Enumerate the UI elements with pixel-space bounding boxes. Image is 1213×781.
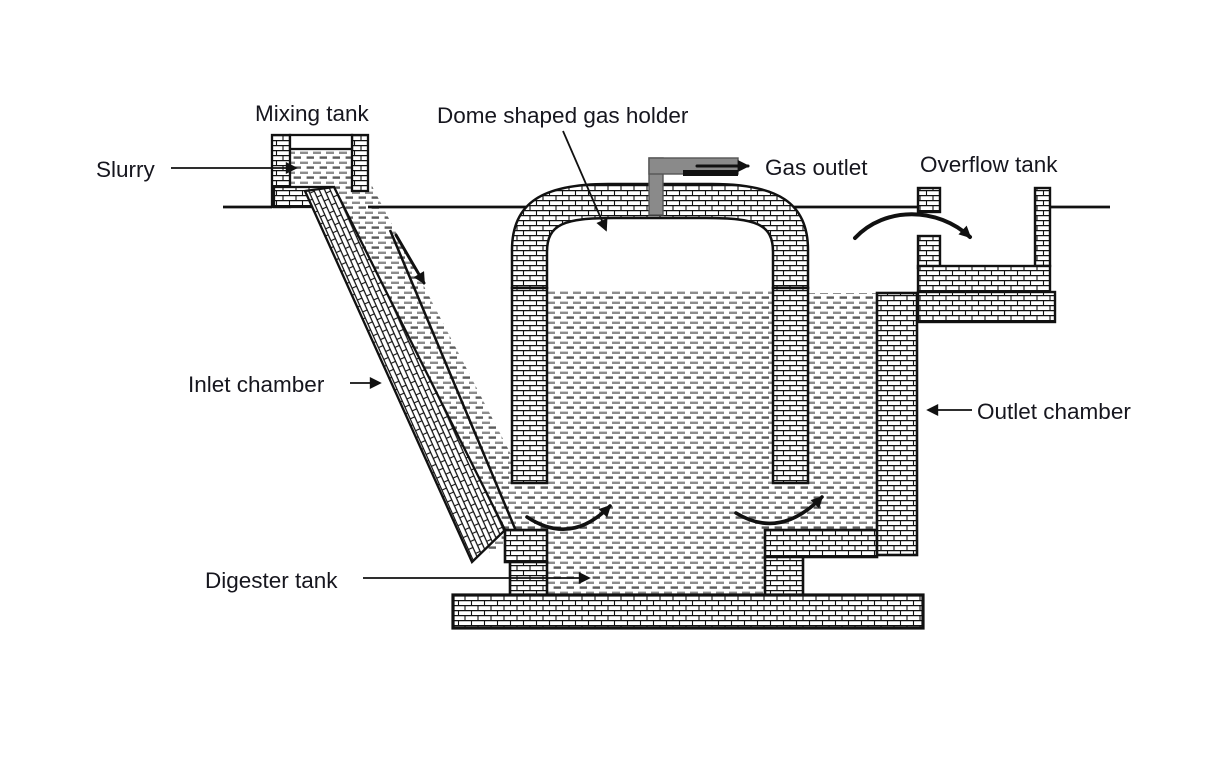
digester-supports <box>503 528 879 598</box>
labels: Slurry Mixing tank Dome shaped gas holde… <box>96 101 1131 593</box>
dome-gas-holder <box>510 182 810 485</box>
overflow-arrow <box>853 212 972 240</box>
dome-arch <box>510 182 810 290</box>
dome-label: Dome shaped gas holder <box>437 103 689 128</box>
slurry-label: Slurry <box>96 157 156 182</box>
right-circulation-arrow <box>734 495 824 526</box>
overflow-right-wall <box>1033 186 1052 268</box>
overflow-tank <box>916 186 1057 324</box>
overflow-left-wall-stub <box>916 186 942 214</box>
inlet-channel-edge <box>388 229 518 532</box>
dome-right-wall <box>771 286 810 485</box>
overflow-tank-label: Overflow tank <box>920 152 1058 177</box>
overflow-left-wall <box>916 234 942 270</box>
gas-outlet-pipe <box>648 157 739 216</box>
inlet-flow-arrow <box>394 233 426 285</box>
outlet-chamber-label: Outlet chamber <box>977 399 1131 424</box>
mixing-tank-lid <box>288 133 354 151</box>
flow-arrows <box>394 160 972 531</box>
overflow-base-slab <box>916 290 1057 324</box>
digester-base-slab <box>451 593 925 630</box>
left-support-block <box>503 528 549 564</box>
gas-outlet-label: Gas outlet <box>765 155 868 180</box>
mixing-tank-right-wall <box>350 133 370 193</box>
digester-tank-label: Digester tank <box>205 568 338 593</box>
outlet-chamber-wall <box>875 291 919 557</box>
inlet-chamber-label: Inlet chamber <box>188 372 325 397</box>
dome-leader <box>562 130 608 232</box>
overflow-floor <box>916 264 1052 294</box>
left-support-pillar <box>508 560 549 598</box>
left-circulation-arrow <box>525 504 612 531</box>
mixing-tank-label: Mixing tank <box>255 101 370 126</box>
right-support-pillar <box>763 555 805 598</box>
label-leaders <box>171 130 972 584</box>
dome-left-wall <box>510 286 549 485</box>
outlet-ledge <box>763 528 879 559</box>
